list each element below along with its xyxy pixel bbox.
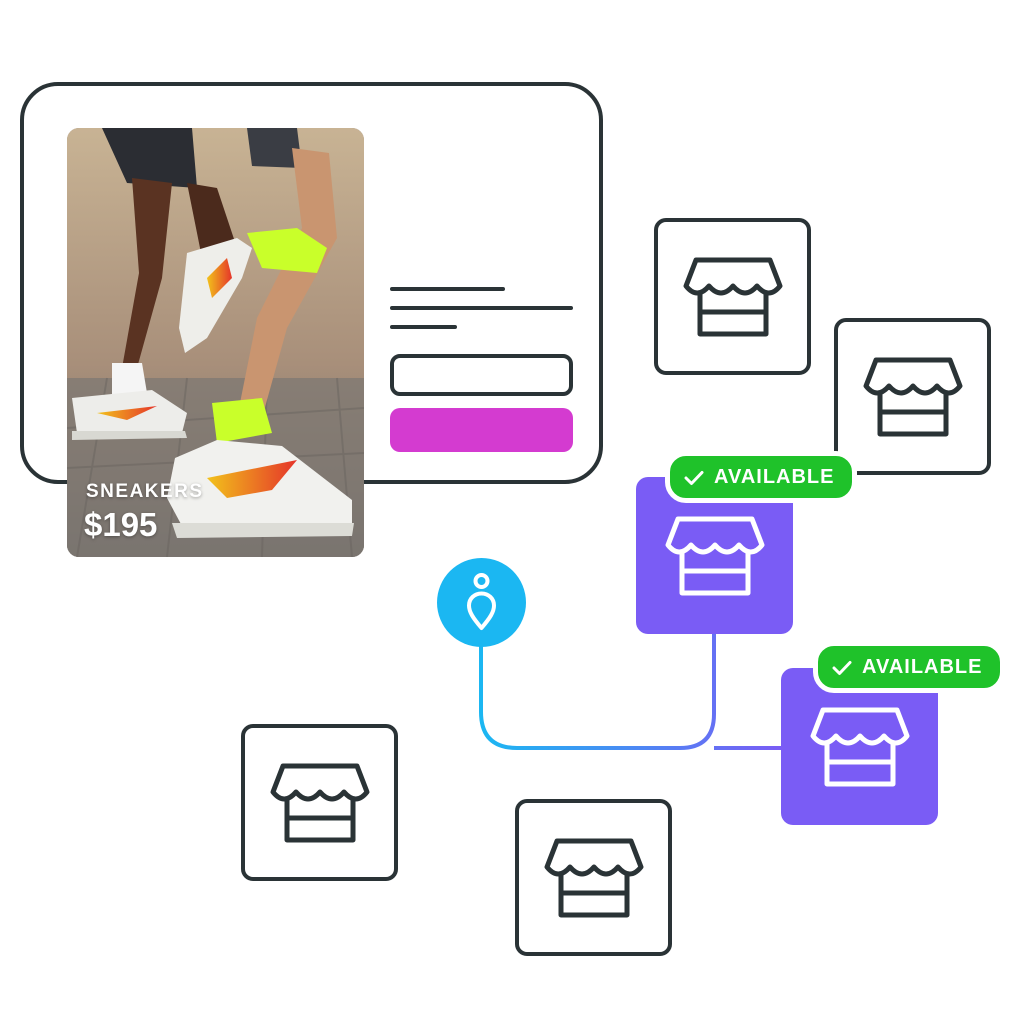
text-placeholder-line (390, 287, 505, 291)
checkmark-icon (684, 471, 704, 485)
available-store-tile[interactable] (781, 668, 938, 825)
product-photo (67, 128, 364, 557)
storefront-icon (683, 257, 782, 336)
available-store-tile[interactable] (636, 477, 793, 634)
location-pin-node (437, 558, 526, 647)
available-badge-label: AVAILABLE (862, 656, 983, 678)
text-placeholder-line (390, 306, 573, 310)
storefront-icon (810, 707, 909, 786)
product-price: $195 (84, 506, 158, 543)
available-badge-label: AVAILABLE (714, 466, 835, 488)
checkmark-icon (832, 661, 852, 675)
input-field-placeholder[interactable] (390, 354, 573, 396)
product-name: SNEAKERS (86, 481, 204, 502)
store-tile[interactable] (515, 799, 672, 956)
link-pin-to-stores (479, 630, 782, 750)
location-pin-icon (467, 573, 496, 630)
storefront-icon (863, 357, 962, 436)
find-in-store-button[interactable] (390, 408, 573, 452)
text-placeholder-line (390, 325, 457, 329)
available-badge: AVAILABLE (665, 451, 858, 503)
available-badge: AVAILABLE (813, 641, 1006, 693)
store-tile[interactable] (834, 318, 991, 475)
store-tile[interactable] (654, 218, 811, 375)
product-card[interactable]: SNEAKERS $195 (67, 128, 364, 557)
storefront-icon (270, 763, 369, 842)
store-tile[interactable] (241, 724, 398, 881)
storefront-icon (544, 838, 643, 917)
storefront-icon (665, 516, 764, 595)
